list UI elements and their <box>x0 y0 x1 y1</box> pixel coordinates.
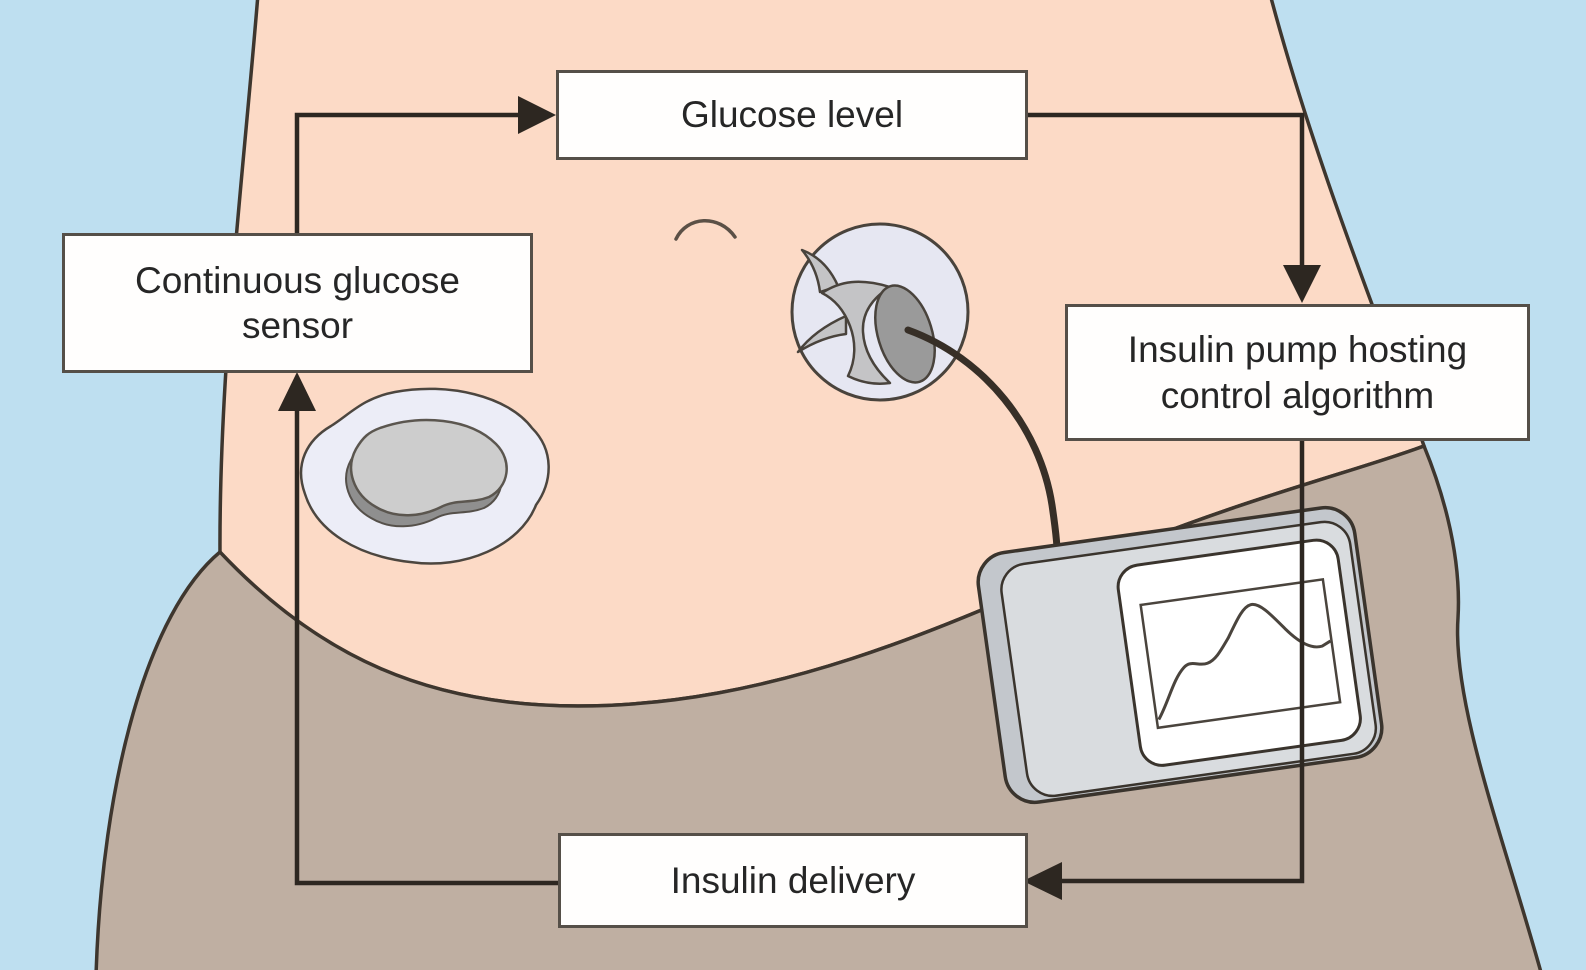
cgm-sensor <box>349 418 508 517</box>
cannula-flick-top <box>800 248 840 294</box>
node-insulin-pump-hosting-control-algorithm: Insulin pump hosting control algorithm <box>1065 304 1530 441</box>
insulin-pump-device <box>976 505 1384 805</box>
cannula-face <box>874 284 936 384</box>
cannula-flick-bottom <box>796 314 848 354</box>
infusion-set <box>790 222 970 402</box>
glucose-trace <box>1157 602 1332 721</box>
cannula-body <box>820 280 892 385</box>
flow-arrows <box>278 96 1321 900</box>
arrowhead-up-icon <box>278 372 316 411</box>
arrow-glucose-to-pump <box>1028 112 1305 266</box>
arrowhead-right-icon <box>518 96 556 134</box>
arrow-sensor-to-glucose <box>294 112 520 233</box>
node-continuous-glucose-sensor: Continuous glucose sensor <box>62 233 533 373</box>
screen-graph-frame <box>1139 577 1342 730</box>
arrowhead-down-icon <box>1283 265 1321 303</box>
navel <box>674 219 737 241</box>
node-glucose-level: Glucose level <box>556 70 1028 160</box>
node-insulin-delivery: Insulin delivery <box>558 833 1028 928</box>
pump-screen <box>1116 538 1362 767</box>
arrow-delivery-to-sensor <box>294 410 558 886</box>
arrowhead-left-icon <box>1023 862 1062 900</box>
arrow-pump-to-delivery <box>1060 441 1305 884</box>
cgm-sensor-patch <box>299 387 550 565</box>
